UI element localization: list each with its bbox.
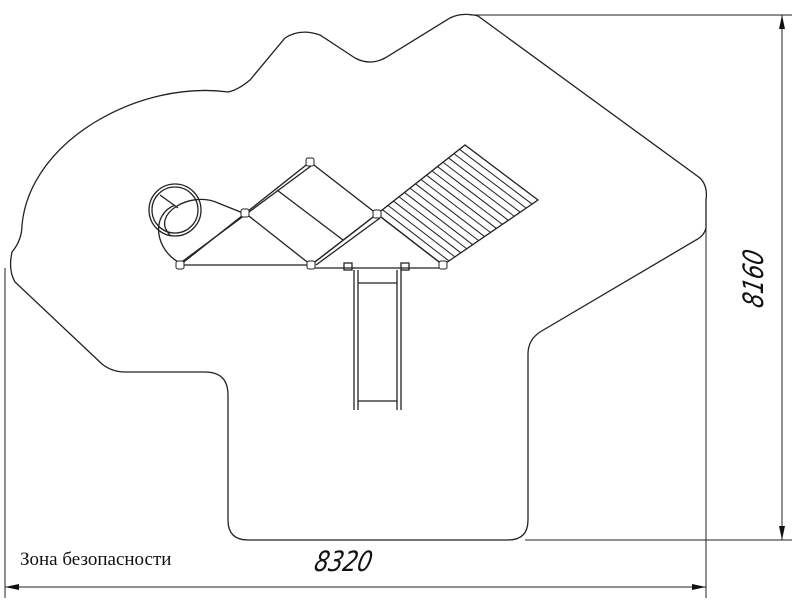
deck-plank xyxy=(459,148,533,205)
deck-plank xyxy=(420,179,491,233)
safety-zone-label: Зона безопасности xyxy=(20,549,172,570)
deck-plank xyxy=(448,157,521,213)
deck-plank xyxy=(398,196,468,250)
ring-large xyxy=(163,198,244,236)
deck-plank xyxy=(387,204,456,258)
deck-plank xyxy=(409,187,479,242)
width-dimension-value: 8320 xyxy=(311,545,376,578)
ring-small xyxy=(148,183,202,237)
slide xyxy=(343,262,410,410)
deck-plank xyxy=(393,200,462,254)
width-dimension xyxy=(4,205,707,598)
deck-plank xyxy=(431,170,503,225)
deck-plank xyxy=(442,161,515,217)
deck-plank xyxy=(415,183,485,237)
height-dimension xyxy=(470,14,792,541)
deck-plank xyxy=(453,153,527,209)
climbing-frame xyxy=(148,144,540,410)
deck-platform xyxy=(375,144,540,266)
deck-plank xyxy=(437,166,509,221)
deck-plank xyxy=(426,174,497,229)
deck-plank xyxy=(404,192,473,246)
height-dimension-value: 8160 xyxy=(737,246,771,311)
deck-plank xyxy=(382,209,450,262)
